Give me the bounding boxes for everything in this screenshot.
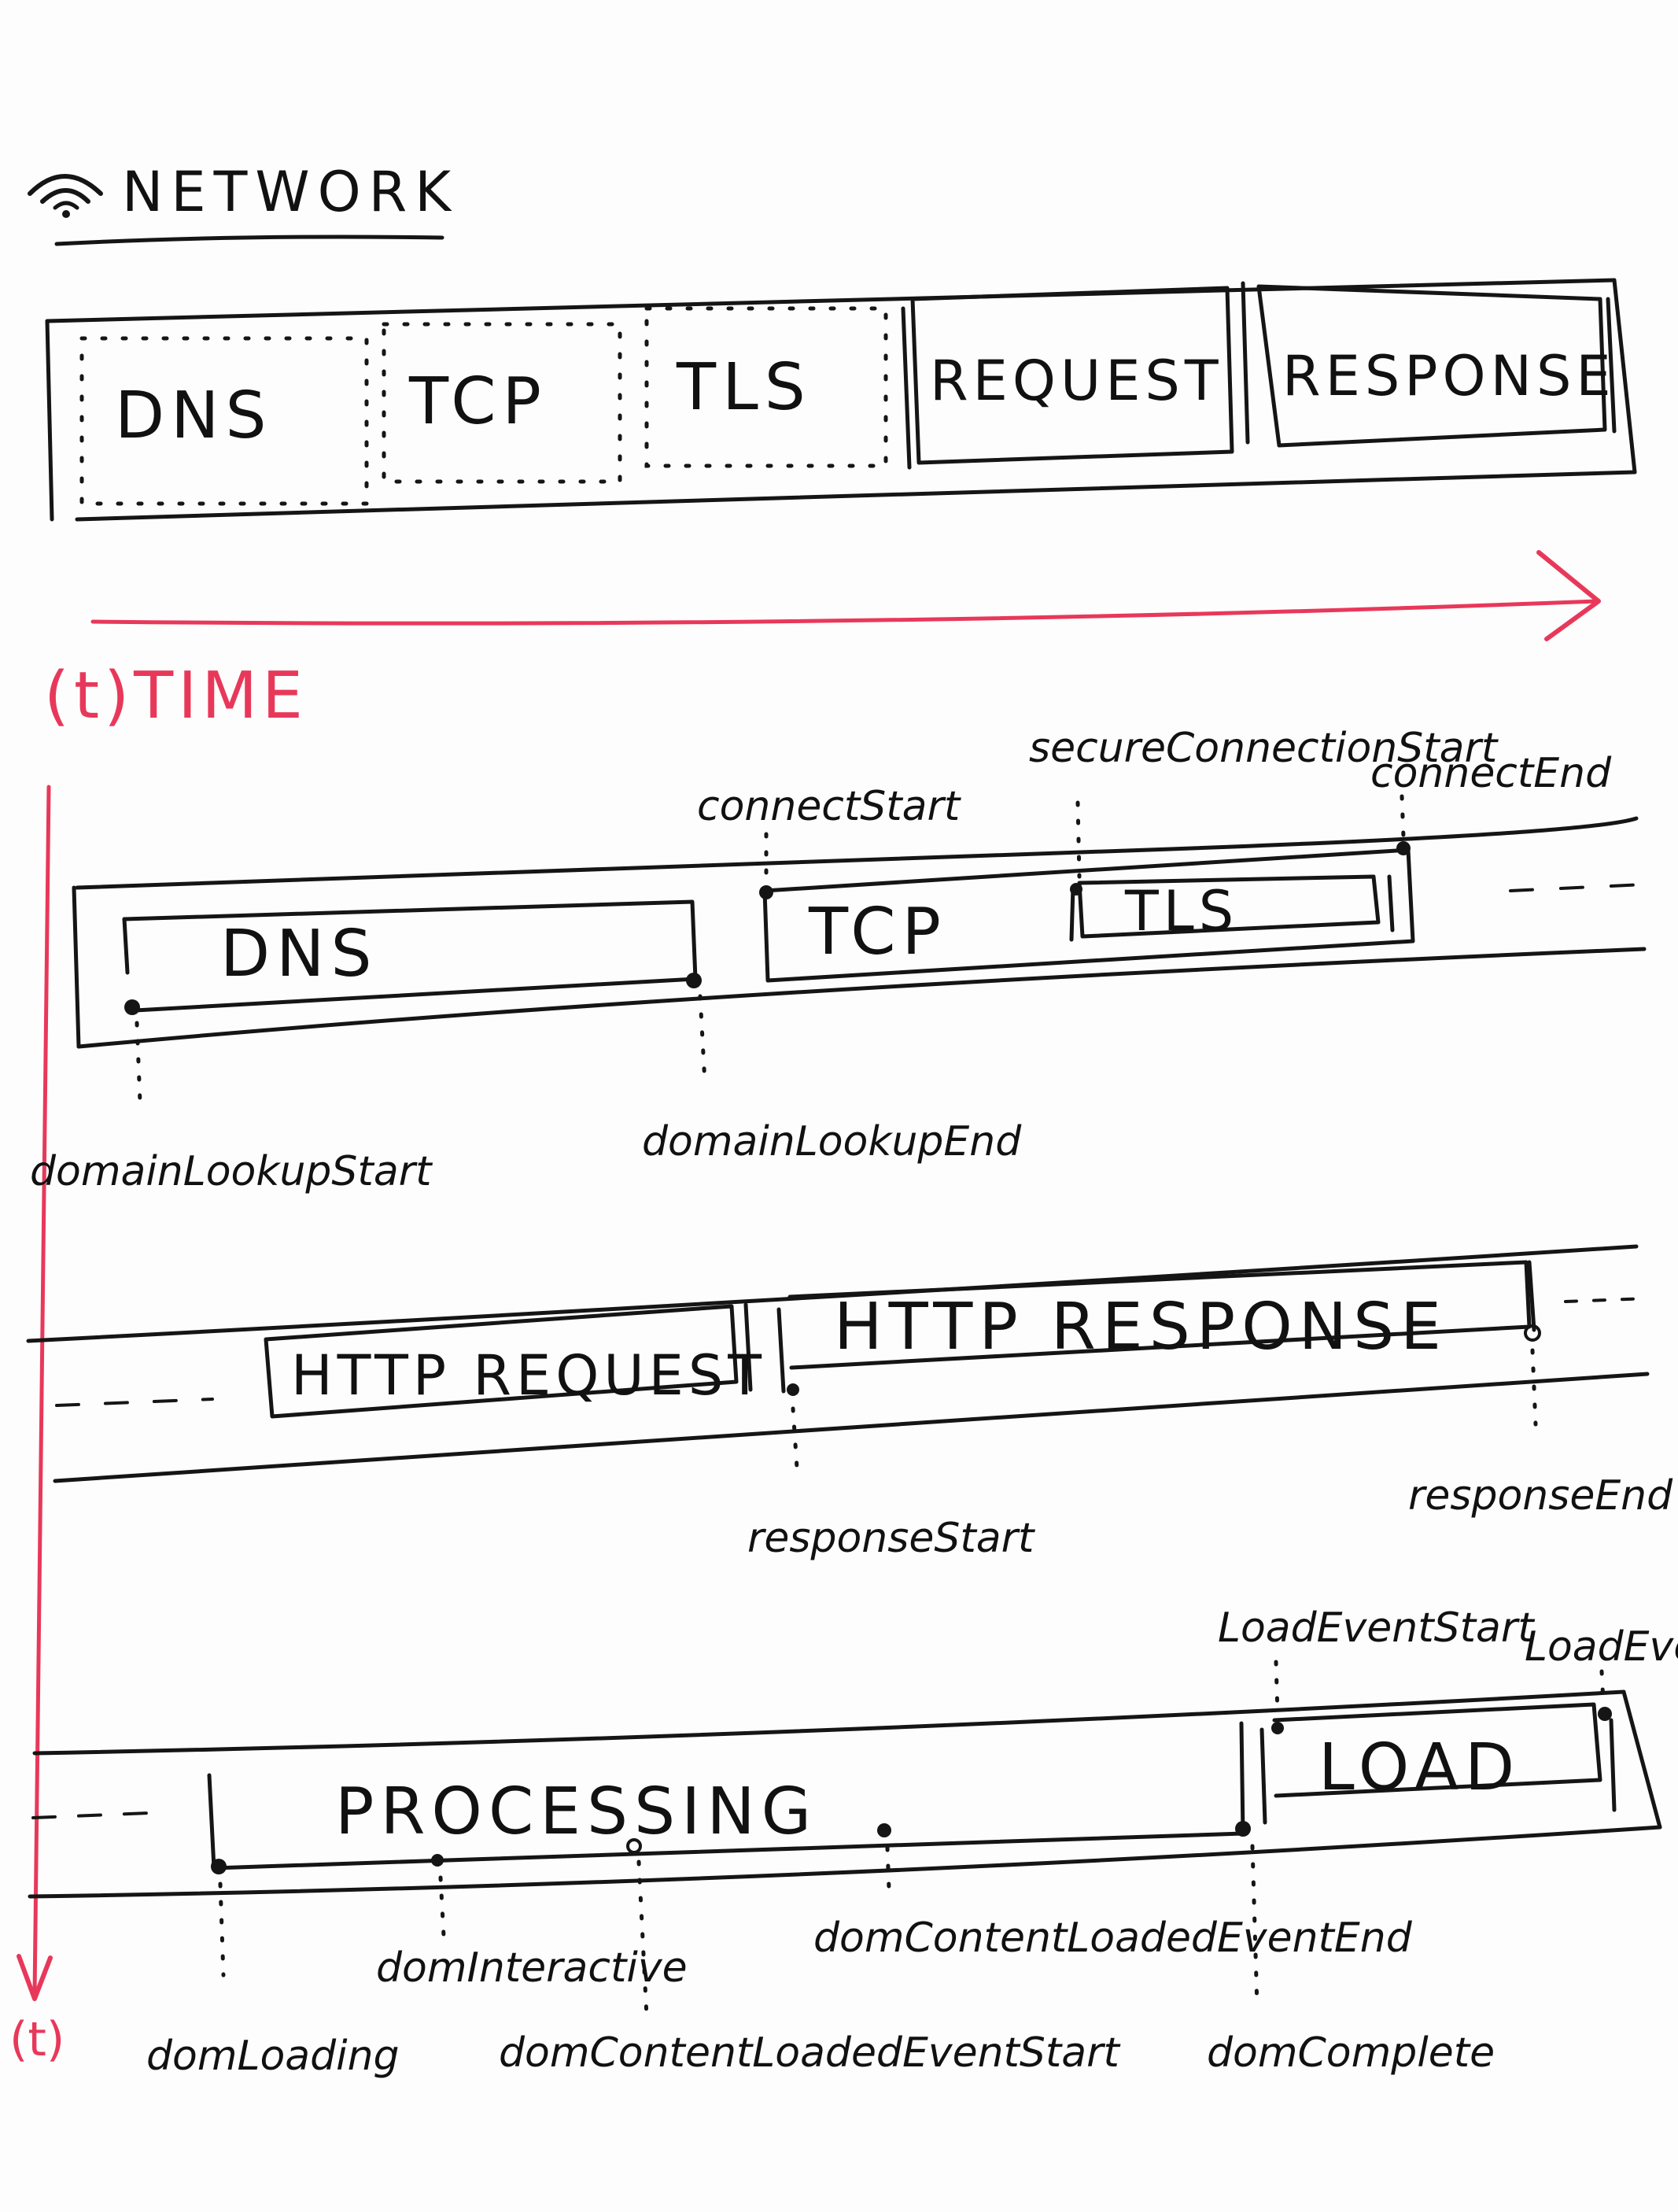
secure-connection-start-label: secureConnectionStart xyxy=(1029,725,1499,772)
domain-lookup-end-marker xyxy=(686,973,702,988)
processing-label: PROCESSING xyxy=(335,1774,817,1849)
response-start-label: responseStart xyxy=(747,1515,1035,1562)
row1-band: DNS TCP TLS connectStart secureConnectio… xyxy=(30,725,1647,1195)
dom-content-loaded-event-start-label: domContentLoadedEventStart xyxy=(499,2029,1121,2077)
load-event-end-label: LoadEventE xyxy=(1525,1623,1678,1671)
response-end-marker xyxy=(1524,1324,1541,1342)
row1-dns-label: DNS xyxy=(220,917,378,992)
time-label: (t)TIME xyxy=(44,659,308,733)
load-label: LOAD xyxy=(1318,1730,1521,1805)
overview-response-label: RESPONSE xyxy=(1282,344,1616,408)
connect-end-label: connectEnd xyxy=(1370,750,1612,797)
wifi-icon xyxy=(28,174,103,218)
domain-lookup-end-label: domainLookupEnd xyxy=(642,1118,1022,1165)
secure-connection-start-marker xyxy=(1070,883,1082,896)
row2-band: HTTP REQUEST HTTP RESPONSE responseStart… xyxy=(26,1244,1673,1562)
connect-start-marker xyxy=(759,885,773,899)
dom-complete-label: domComplete xyxy=(1207,2029,1495,2077)
dom-loading-marker xyxy=(211,1859,227,1874)
http-request-label: HTTP REQUEST xyxy=(291,1343,766,1408)
time-axis: (t)TIME (t) xyxy=(9,550,1601,2067)
load-event-start-marker xyxy=(1271,1722,1284,1734)
connect-end-marker xyxy=(1396,841,1411,855)
overview-tls-label: TLS xyxy=(676,350,812,425)
overview-dns-label: DNS xyxy=(115,379,273,453)
response-end-label: responseEnd xyxy=(1408,1472,1673,1520)
row3-band: PROCESSING LOAD LoadEventStart LoadEvent… xyxy=(28,1605,1678,2080)
overview-request-label: REQUEST xyxy=(930,349,1223,413)
overview-tcp-label: TCP xyxy=(408,364,548,439)
time-end-label: (t) xyxy=(9,2012,65,2067)
dom-loading-label: domLoading xyxy=(146,2033,400,2080)
http-response-label: HTTP RESPONSE xyxy=(834,1290,1448,1364)
row1-tcp-label: TCP xyxy=(808,895,947,969)
title-underline xyxy=(54,234,444,246)
dom-content-loaded-event-end-marker xyxy=(877,1823,891,1837)
dom-complete-marker xyxy=(1235,1821,1251,1837)
connect-start-label: connectStart xyxy=(697,783,961,830)
dom-interactive-marker xyxy=(431,1854,444,1867)
overview-bar: DNS TCP TLS REQUEST RESPONSE xyxy=(45,278,1637,522)
dom-content-loaded-event-start-marker xyxy=(626,1838,642,1854)
load-event-end-marker xyxy=(1598,1707,1612,1721)
dom-content-loaded-event-end-label: domContentLoadedEventEnd xyxy=(813,1915,1413,1962)
load-event-start-label: LoadEventStart xyxy=(1218,1605,1535,1652)
domain-lookup-start-label: domainLookupStart xyxy=(30,1148,433,1195)
dom-interactive-label: domInteractive xyxy=(376,1944,688,1992)
response-start-marker xyxy=(787,1383,799,1396)
domain-lookup-start-marker xyxy=(124,999,140,1015)
page-title: NETWORK xyxy=(122,160,459,224)
row1-tls-label: TLS xyxy=(1124,879,1238,944)
